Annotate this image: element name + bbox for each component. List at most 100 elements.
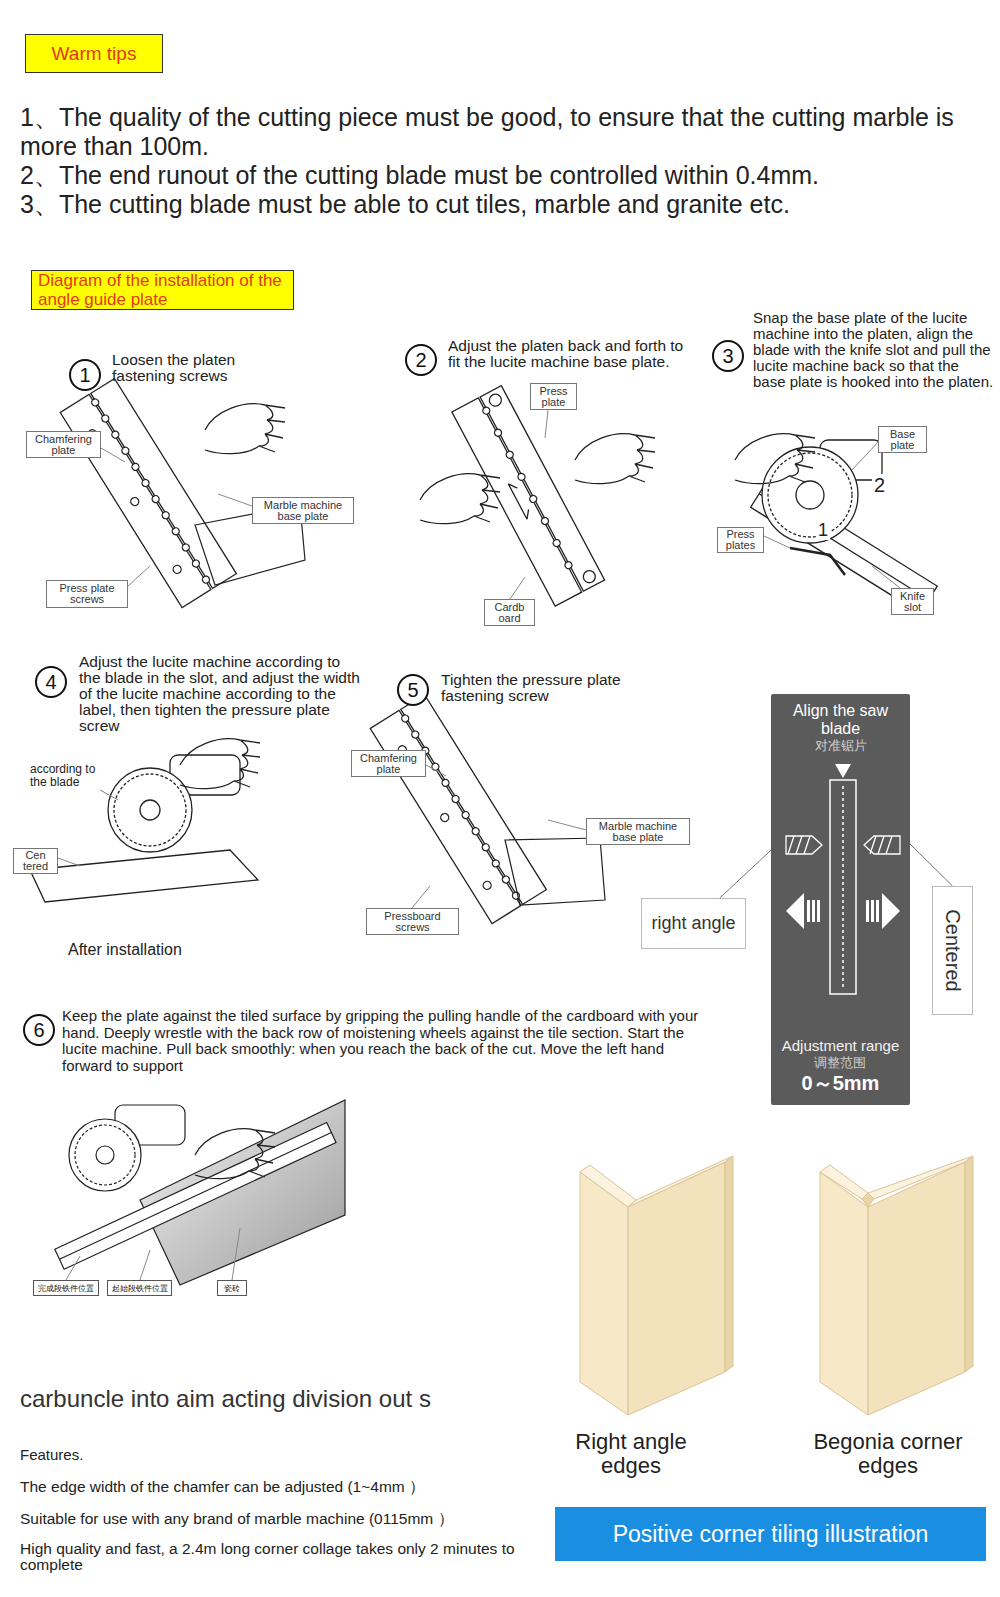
step-text: Loosen the platen fastening screws <box>112 352 272 384</box>
base-plate-sketch <box>505 838 605 905</box>
features-heading: Features. <box>20 1446 220 1464</box>
hand-sketch <box>735 434 815 484</box>
node-text: Press plate <box>533 386 574 408</box>
callout-number: 2 <box>872 474 887 496</box>
note-text: carbuncle into aim acting division out s <box>20 1385 560 1413</box>
hand-sketch <box>205 404 285 454</box>
callout-box: 瓷砖 <box>217 1280 247 1296</box>
step-text: Snap the base plate of the lucite machin… <box>753 310 995 390</box>
feature-text: The edge width of the chamfer can be adj… <box>20 1478 560 1496</box>
callout-box: Cardb oard <box>484 599 535 626</box>
node-text: Pressboard screws <box>369 911 456 933</box>
callout-box: Pressboard screws <box>366 908 459 935</box>
node-text: 4 <box>45 672 56 692</box>
callout-box: Press plates <box>717 527 764 553</box>
saw-sketch <box>30 755 258 902</box>
callout-box: right angle <box>641 898 746 949</box>
leader-lines <box>58 410 900 1280</box>
panel-text: 调整范围 <box>814 1055 866 1071</box>
guide-plate-sketch <box>370 695 546 924</box>
tips-header-box: Warm tips <box>25 34 163 73</box>
begonia-corner-tile <box>820 1156 973 1415</box>
node-text: Diagram of the installation of the angle… <box>38 271 287 309</box>
tile-caption: Right angle edges <box>561 1430 701 1478</box>
panel-text-group: Adjustment range调整范围0～5mm <box>782 1037 900 1095</box>
feature-text: High quality and fast, a 2.4m long corne… <box>20 1541 520 1573</box>
panel-text: 0～5mm <box>802 1071 880 1095</box>
leader-connector <box>720 850 771 898</box>
hand-sketch <box>180 739 260 789</box>
step-number-circle: 1 <box>69 359 101 391</box>
callout-number: 1 <box>816 520 830 540</box>
step-number-circle: 5 <box>397 674 429 706</box>
callout-box: Press plate screws <box>46 580 128 608</box>
step-text: Keep the plate against the tiled surface… <box>62 1008 712 1074</box>
panel-text-group: Align the saw blade对准锯片 <box>775 702 906 754</box>
node-text: Press plate screws <box>49 583 125 605</box>
node-text: Marble machine base plate <box>589 821 687 843</box>
tile-cut-sketch <box>55 1100 345 1285</box>
callout-box: Base plate <box>878 426 927 453</box>
feature-text: Suitable for use with any brand of marbl… <box>20 1510 560 1528</box>
callout-box: Chamfering plate <box>26 431 101 458</box>
leader-connector <box>910 844 953 886</box>
hand-sketch <box>575 434 655 484</box>
right-angle-tile <box>580 1156 733 1415</box>
node-text: 5 <box>407 680 418 700</box>
part-label: according to the blade <box>30 763 110 789</box>
step-number-circle: 2 <box>405 344 437 376</box>
panel-text: 对准锯片 <box>815 738 867 754</box>
saw-sketch <box>762 440 882 575</box>
node-text: 3 <box>722 346 733 366</box>
node-text: Warm tips <box>52 43 137 65</box>
node-text: 1 <box>79 365 90 385</box>
node-text: Centered <box>941 909 964 991</box>
alignment-panel: Align the saw blade对准锯片 Adjustment range调… <box>771 694 910 1105</box>
caption-banner: Positive corner tiling illustration <box>555 1507 986 1561</box>
node-text: Press plates <box>720 529 761 551</box>
node-text: Positive corner tiling illustration <box>613 1521 929 1548</box>
node-text: Marble machine base plate <box>255 500 351 522</box>
guide-plate-sketch <box>452 386 605 607</box>
guide-plate-sketch <box>60 379 236 608</box>
step-number-circle: 4 <box>35 666 67 698</box>
panel-text: Align the saw blade <box>775 702 906 738</box>
node-text: 6 <box>33 1020 44 1040</box>
callout-box: Press plate <box>530 383 577 410</box>
node-text: Cen tered <box>16 850 55 872</box>
node-text: right angle <box>651 913 735 934</box>
callout-box: Marble machine base plate <box>586 818 690 845</box>
tip-text: 1、The quality of the cutting piece must … <box>20 103 980 161</box>
step-text: Adjust the lucite machine according to t… <box>79 654 364 734</box>
step-text: Adjust the platen back and forth to fit … <box>448 338 693 370</box>
callout-box: Chamfering plate <box>351 750 426 777</box>
node-text: 2 <box>415 350 426 370</box>
node-text: Chamfering plate <box>354 753 423 775</box>
note-text: After installation <box>68 940 238 959</box>
tile-caption: Begonia corner edges <box>808 1430 968 1478</box>
section-header-box: Diagram of the installation of the angle… <box>31 270 294 310</box>
node-text: Base plate <box>881 429 924 451</box>
alignment-panel-art <box>771 694 910 1105</box>
callout-box: Marble machine base plate <box>252 497 354 524</box>
node-text: 瓷砖 <box>224 1284 240 1293</box>
step-number-circle: 3 <box>712 340 744 372</box>
hand-sketch <box>420 474 500 524</box>
callout-box: Centered <box>932 886 973 1015</box>
node-text: Knife slot <box>894 591 931 613</box>
step-text: Tighten the pressure plate fastening scr… <box>441 672 641 704</box>
callout-box: 起始段铁件位置 <box>107 1280 172 1296</box>
tip-text: 3、The cutting blade must be able to cut … <box>20 190 980 219</box>
node-text: 起始段铁件位置 <box>112 1284 168 1293</box>
callout-box: Cen tered <box>13 848 58 874</box>
node-text: 完成段铁件位置 <box>38 1284 94 1293</box>
hand-sketch <box>195 1129 275 1179</box>
callout-box: 完成段铁件位置 <box>33 1280 99 1296</box>
panel-text: Adjustment range <box>782 1037 900 1055</box>
step-number-circle: 6 <box>23 1014 55 1046</box>
tip-text: 2、The end runout of the cutting blade mu… <box>20 161 980 190</box>
callout-box: Knife slot <box>891 588 934 615</box>
